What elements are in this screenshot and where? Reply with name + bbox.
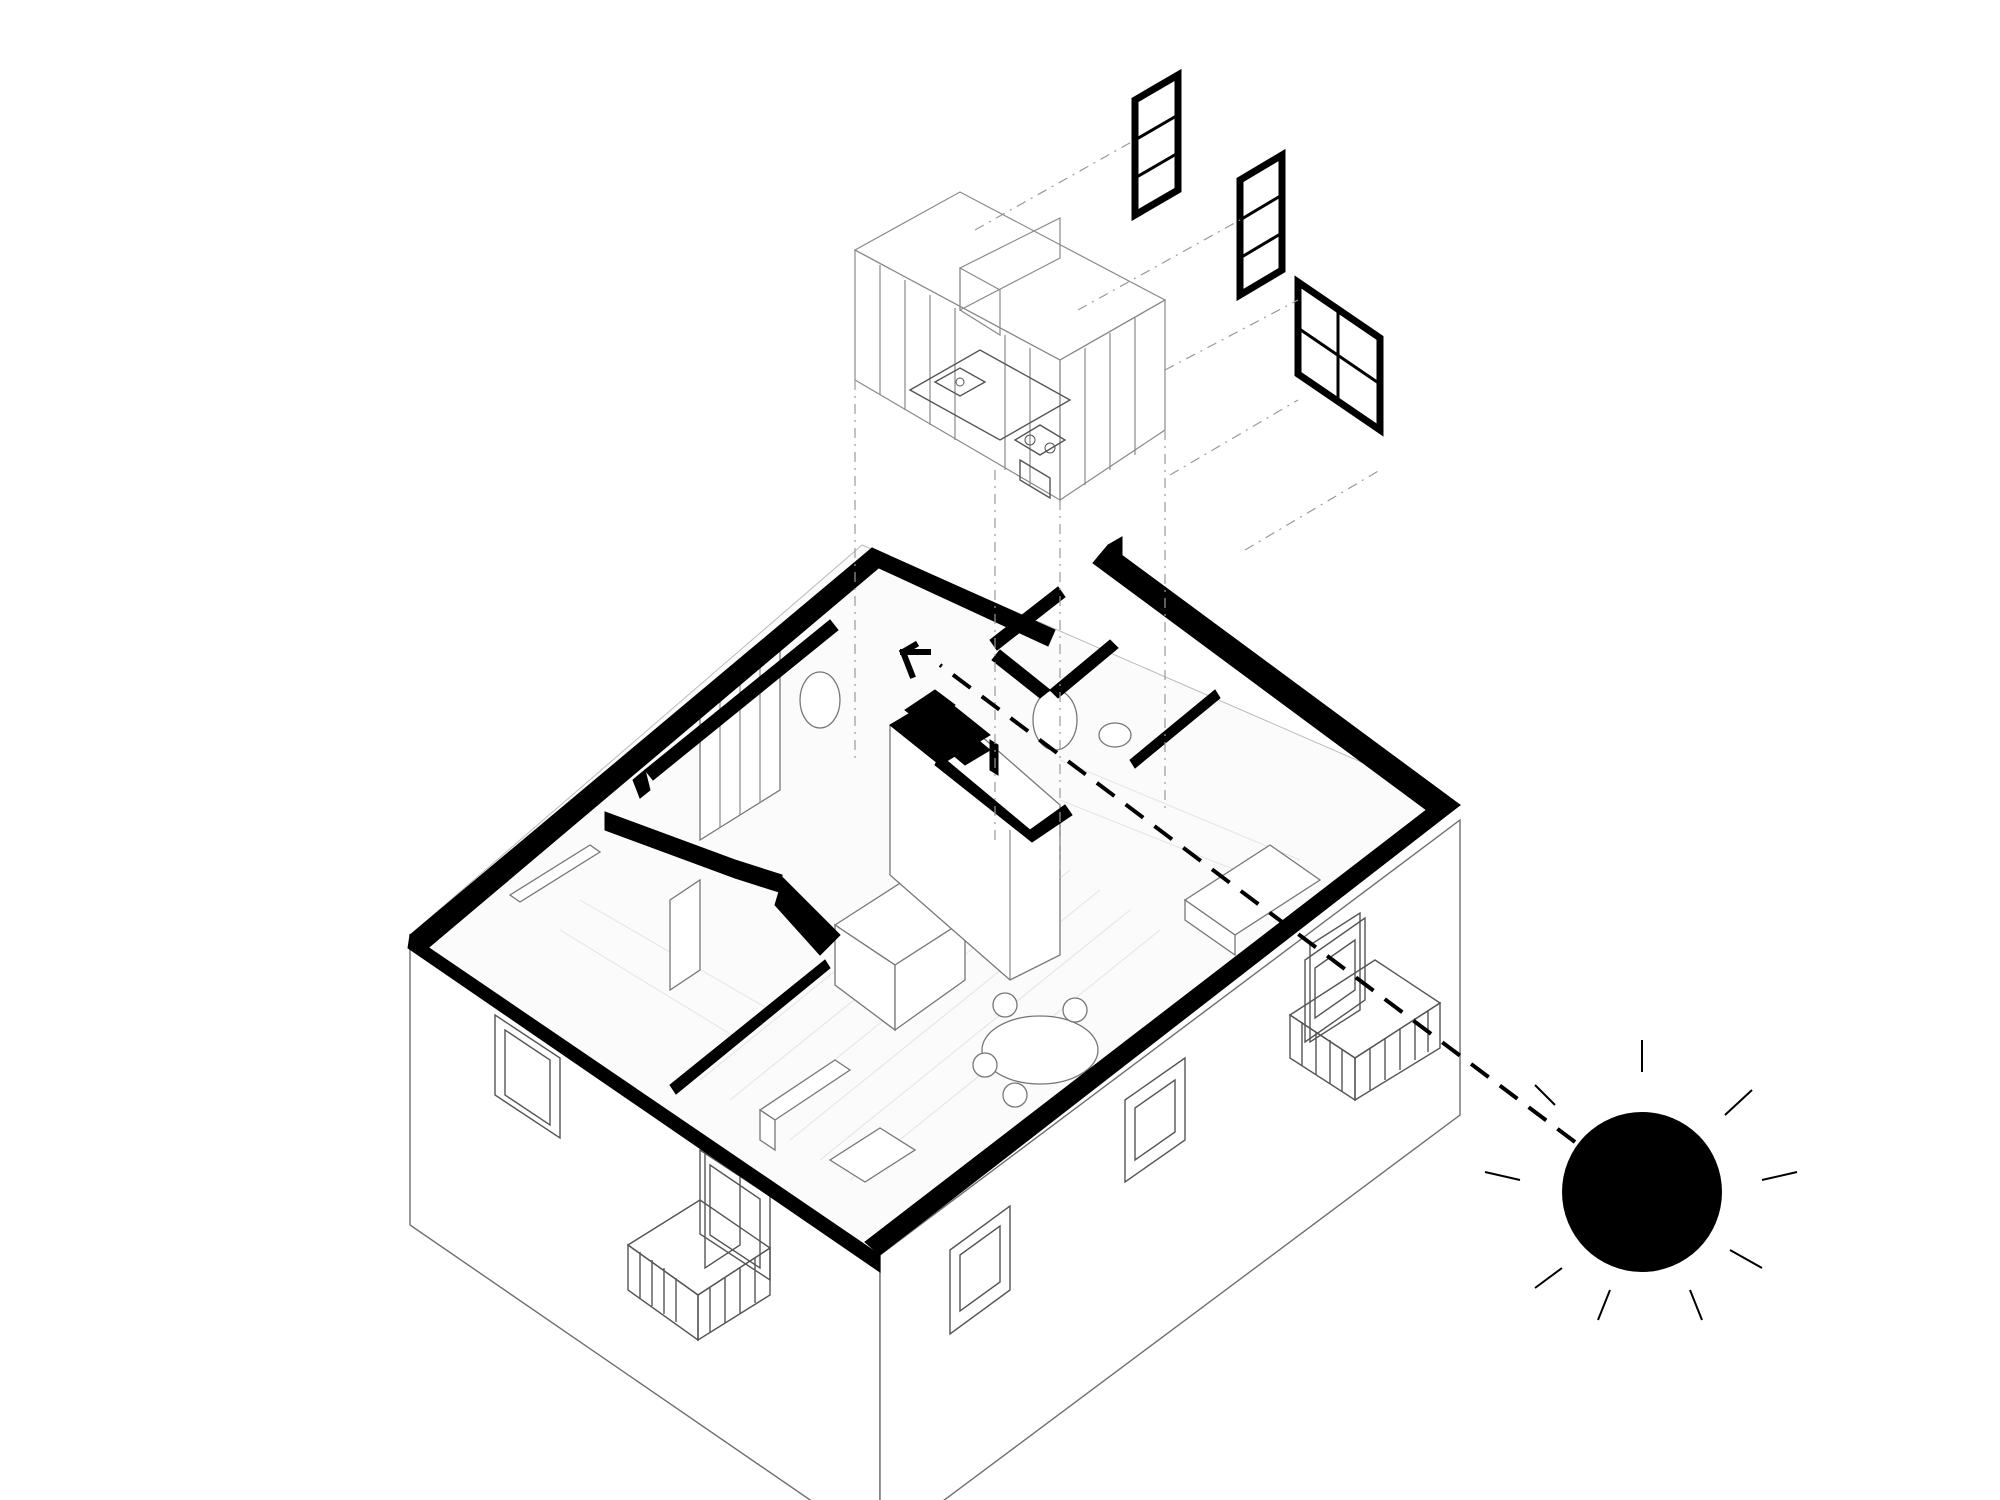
sunlight-dashed-line xyxy=(938,663,1577,1144)
sunlight-path xyxy=(898,640,1577,1144)
building-facades xyxy=(409,818,1461,1500)
core-details xyxy=(904,689,956,726)
balcony-right xyxy=(1288,911,1442,1102)
walls xyxy=(407,536,1462,1273)
outer-wall-northeast-a xyxy=(865,547,1056,647)
exploded-windows xyxy=(974,68,1384,551)
wall-bedroom-left-bottom xyxy=(669,959,831,1095)
wall-bedroom-left-right xyxy=(774,877,841,956)
outer-wall-southwest xyxy=(407,934,881,1273)
window-frame-icon xyxy=(1236,148,1286,302)
facade-windows-right xyxy=(949,916,1366,1336)
sun-icon xyxy=(1484,1040,1798,1321)
window-frame-icon xyxy=(1294,275,1384,437)
window-frame-icon xyxy=(1131,68,1182,222)
furniture xyxy=(508,643,1322,1183)
outer-wall-southeast xyxy=(864,797,1462,1256)
direction-arrow-icon xyxy=(898,640,931,679)
floor-plan xyxy=(407,536,1462,1273)
exploded-kitchen-unit xyxy=(853,191,1167,880)
